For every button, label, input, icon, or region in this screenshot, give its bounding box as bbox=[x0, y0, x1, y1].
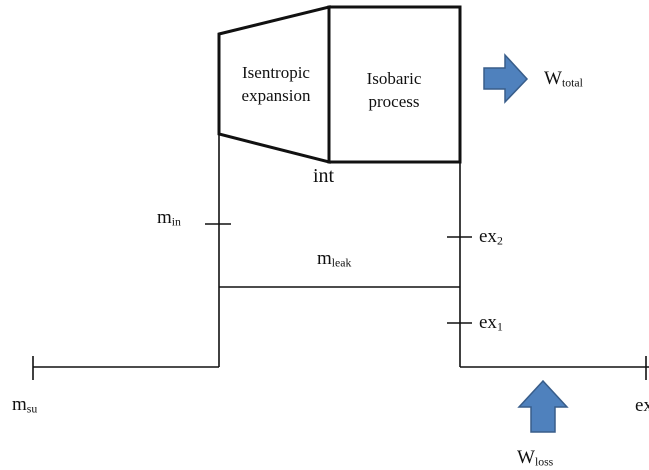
m-leak-main: m bbox=[317, 248, 332, 269]
isobaric-line2: process bbox=[368, 92, 420, 111]
ex-cut-label: ex bbox=[635, 395, 649, 416]
w-loss-main: W bbox=[517, 447, 535, 468]
m-su-label: msu bbox=[12, 395, 37, 415]
up-arrow-icon bbox=[517, 379, 569, 433]
m-in-sub: in bbox=[171, 215, 181, 229]
w-total-sub: total bbox=[561, 76, 583, 90]
m-in-label: min bbox=[157, 208, 181, 228]
ex2-label: ex2 bbox=[479, 227, 503, 247]
isobaric-line1: Isobaric bbox=[366, 69, 422, 88]
isobaric-process-block bbox=[327, 5, 462, 164]
w-loss-label: Wloss bbox=[517, 448, 553, 468]
m-leak-label: mleak bbox=[317, 249, 351, 269]
isentropic-line2: expansion bbox=[241, 86, 311, 105]
ex2-main: ex bbox=[479, 226, 497, 247]
w-loss-sub: loss bbox=[534, 455, 554, 469]
m-su-sub: su bbox=[26, 402, 38, 416]
right-arrow-icon bbox=[483, 53, 529, 104]
ex1-sub: 1 bbox=[496, 320, 503, 334]
ex2-sub: 2 bbox=[496, 234, 503, 248]
w-total-main: W bbox=[544, 68, 562, 89]
isentropic-expansion-label: Isentropic expansion bbox=[226, 61, 326, 107]
isobaric-process-label: Isobaric process bbox=[340, 67, 448, 113]
w-total-label: Wtotal bbox=[544, 69, 583, 89]
ex1-main: ex bbox=[479, 312, 497, 333]
isentropic-line1: Isentropic bbox=[242, 63, 310, 82]
m-in-main: m bbox=[157, 207, 172, 228]
m-leak-sub: leak bbox=[331, 256, 352, 270]
ex1-label: ex1 bbox=[479, 313, 503, 333]
int-label: int bbox=[313, 165, 335, 187]
m-su-main: m bbox=[12, 394, 27, 415]
